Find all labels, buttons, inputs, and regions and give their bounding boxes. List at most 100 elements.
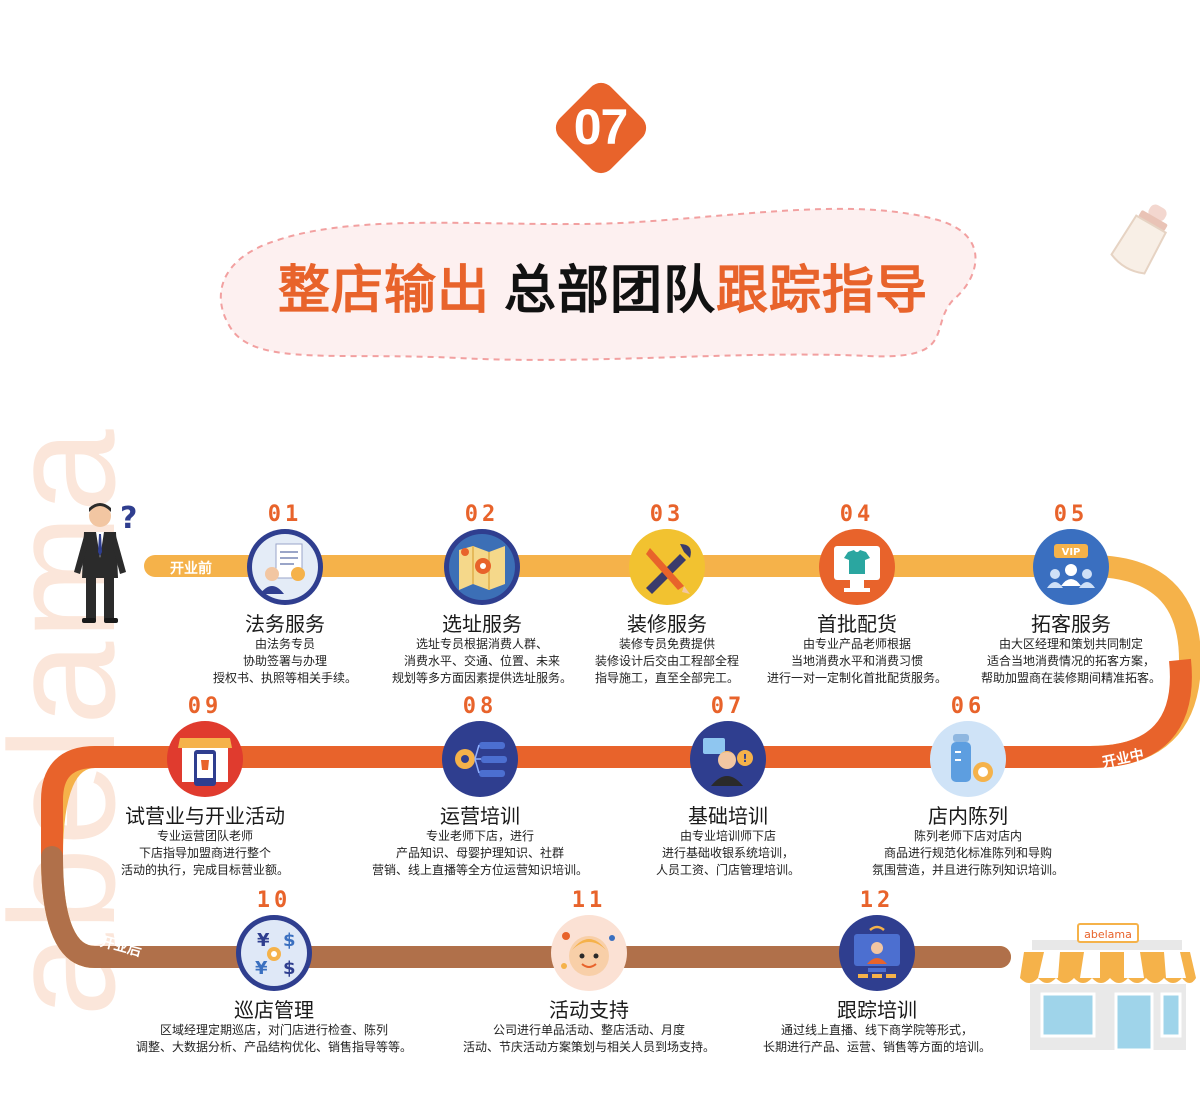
svg-text:VIP: VIP — [1062, 547, 1081, 558]
desc-line: 区域经理定期巡店，对门店进行检查、陈列 — [159, 1023, 388, 1037]
step-title: 巡店管理 — [234, 998, 314, 1022]
desc-line: 选址专员根据消费人群、 — [415, 637, 548, 651]
shirt-monitor-icon — [819, 529, 895, 605]
live-stream-icon — [839, 915, 915, 991]
svg-text:¥: ¥ — [257, 930, 270, 951]
trainer-icon: ! — [690, 721, 766, 797]
svg-text:$: $ — [283, 930, 296, 951]
desc-line: 专业运营团队老师 — [156, 829, 253, 843]
tools-icon — [629, 529, 705, 605]
step-description: 由大区经理和策划共同制定 适合当地消费情况的拓客方案， 帮助加盟商在装修期间精准… — [911, 636, 1200, 687]
svg-text:¥: ¥ — [255, 958, 268, 979]
desc-line: 进行一对一定制化首批配货服务。 — [766, 671, 947, 685]
desc-line: 规划等多方面因素提供选址服务。 — [391, 671, 572, 685]
desc-line: 下店指导加盟商进行整个 — [138, 846, 271, 860]
step-title: 拓客服务 — [1031, 612, 1111, 636]
map-pin-icon — [444, 529, 520, 605]
title-bubble — [219, 207, 977, 361]
step-title: 店内陈列 — [928, 804, 1008, 828]
desc-line: 陈列老师下店对店内 — [913, 829, 1022, 843]
step-description: 专业老师下店，进行 产品知识、母婴护理知识、社群 营销、线上直播等全方位运营知识… — [320, 828, 640, 879]
shop-storefront-icon: abelama — [1020, 923, 1196, 1052]
step-number: 02 — [464, 502, 500, 527]
desc-line: 协助签署与办理 — [242, 654, 327, 668]
step-number: 08 — [462, 694, 498, 719]
title-part-1: 整店输出 — [277, 261, 490, 321]
step-description: 区域经理定期巡店，对门店进行检查、陈列 调整、大数据分析、产品结构优化、销售指导… — [114, 1022, 434, 1056]
baby-bottle-icon — [930, 721, 1006, 797]
desc-line: 通过线上直播、线下商学院等形式， — [780, 1023, 973, 1037]
step-number: 03 — [649, 502, 685, 527]
desc-line: 由专业培训师下店 — [679, 829, 776, 843]
section-number-badge: 07 — [543, 70, 658, 185]
step-title: 基础培训 — [688, 804, 768, 828]
step-title: 活动支持 — [549, 998, 629, 1022]
step-description: 陈列老师下店对店内 商品进行规范化标准陈列和导购 氛围营造，并且进行陈列知识培训… — [808, 828, 1128, 879]
svg-text:!: ! — [742, 752, 747, 765]
desc-line: 指导施工，直至全部完工。 — [594, 671, 739, 685]
step-number: 10 — [256, 888, 292, 913]
desc-line: 氛围营造，并且进行陈列知识培训。 — [871, 863, 1064, 877]
badge-number: 07 — [573, 99, 629, 155]
step-number: 06 — [950, 694, 986, 719]
desc-line: 帮助加盟商在装修期间精准拓客。 — [980, 671, 1161, 685]
desc-line: 适合当地消费情况的拓客方案， — [986, 654, 1155, 668]
baby-bottle-decoration-icon — [1110, 204, 1168, 275]
desc-line: 由专业产品老师根据 — [802, 637, 911, 651]
step-title: 运营培训 — [440, 804, 520, 828]
desc-line: 当地消费水平和消费习惯 — [790, 654, 923, 668]
step-title: 首批配货 — [817, 612, 897, 636]
step-number: 09 — [187, 694, 223, 719]
step-title: 法务服务 — [245, 612, 325, 636]
desc-line: 消费水平、交通、位置、未来 — [403, 654, 560, 668]
desc-line: 装修专员免费提供 — [618, 637, 715, 651]
step-description: 选址专员根据消费人群、 消费水平、交通、位置、未来 规划等多方面因素提供选址服务… — [322, 636, 642, 687]
shop-sign-text: abelama — [1084, 928, 1132, 941]
step-title: 试营业与开业活动 — [125, 804, 285, 828]
desc-line: 由大区经理和策划共同制定 — [998, 637, 1143, 651]
step-description: 由法务专员 协助签署与办理 授权书、执照等相关手续。 — [125, 636, 445, 687]
step-description: 公司进行单品活动、整店活动、月度 活动、节庆活动方案策划与相关人员到场支持。 — [429, 1022, 749, 1056]
desc-line: 装修设计后交由工程部全程 — [594, 654, 739, 668]
businessman-icon: ? — [74, 501, 137, 623]
page-title: 整店输出总部团队跟踪指导 — [218, 248, 988, 323]
desc-line: 活动、节庆活动方案策划与相关人员到场支持。 — [462, 1040, 715, 1054]
desc-line: 由法务专员 — [254, 637, 315, 651]
desc-line: 营销、线上直播等全方位运营知识培训。 — [371, 863, 588, 877]
step-title: 跟踪培训 — [837, 998, 917, 1022]
desc-line: 授权书、执照等相关手续。 — [212, 671, 357, 685]
step-title: 选址服务 — [442, 612, 522, 636]
step-number: 07 — [710, 694, 746, 719]
system-gear-icon — [442, 721, 518, 797]
svg-text:$: $ — [283, 958, 296, 979]
currency-gear-icon: ¥ $ ¥ $ — [236, 915, 312, 991]
step-number: 12 — [859, 888, 895, 913]
shop-phone-icon — [167, 721, 243, 797]
desc-line: 人员工资、门店管理培训。 — [655, 863, 800, 877]
step-number: 01 — [267, 502, 303, 527]
step-number: 11 — [571, 888, 607, 913]
desc-line: 活动的执行，完成目标营业额。 — [120, 863, 289, 877]
desc-line: 长期进行产品、运营、销售等方面的培训。 — [762, 1040, 991, 1054]
baby-face-icon — [551, 915, 627, 991]
title-part-3: 跟踪指导 — [716, 261, 929, 321]
step-number: 04 — [839, 502, 875, 527]
step-description: 装修专员免费提供 装修设计后交由工程部全程 指导施工，直至全部完工。 — [507, 636, 827, 687]
desc-line: 进行基础收银系统培训， — [661, 846, 794, 860]
step-description: 由专业产品老师根据 当地消费水平和消费习惯 进行一对一定制化首批配货服务。 — [697, 636, 1017, 687]
desc-line: 专业老师下店，进行 — [425, 829, 534, 843]
step-number: 05 — [1053, 502, 1089, 527]
title-part-2: 总部团队 — [503, 261, 716, 321]
step-description: 专业运营团队老师 下店指导加盟商进行整个 活动的执行，完成目标营业额。 — [45, 828, 365, 879]
desc-line: 公司进行单品活动、整店活动、月度 — [492, 1023, 685, 1037]
stage-label-before: 开业前 — [170, 561, 212, 577]
contract-icon — [247, 529, 323, 605]
step-description: 由专业培训师下店 进行基础收银系统培训， 人员工资、门店管理培训。 — [568, 828, 888, 879]
desc-line: 产品知识、母婴护理知识、社群 — [395, 846, 564, 860]
step-description: 通过线上直播、线下商学院等形式， 长期进行产品、运营、销售等方面的培训。 — [717, 1022, 1037, 1056]
desc-line: 商品进行规范化标准陈列和导购 — [883, 846, 1052, 860]
step-title: 装修服务 — [627, 612, 707, 636]
desc-line: 调整、大数据分析、产品结构优化、销售指导等等。 — [135, 1040, 412, 1054]
